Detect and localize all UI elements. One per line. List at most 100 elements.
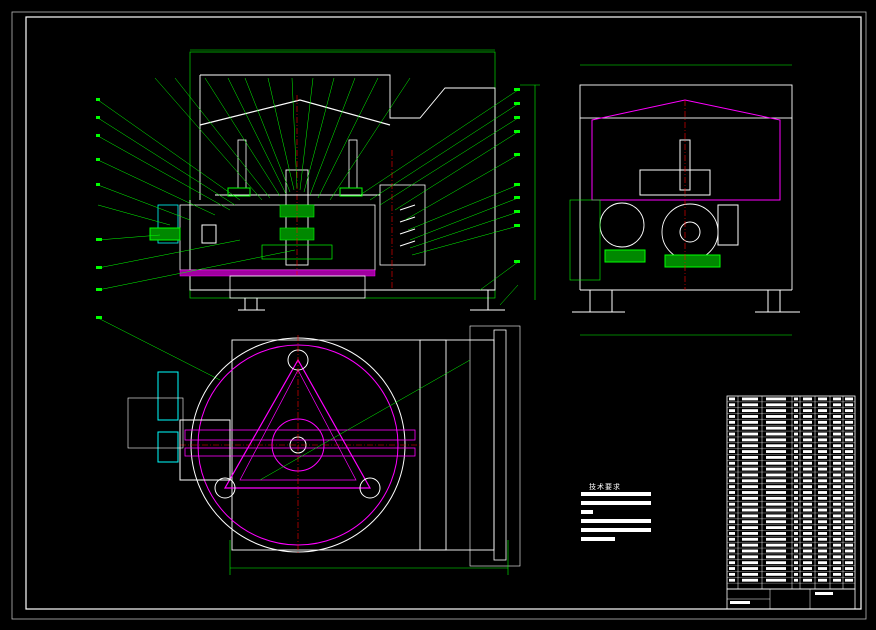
bom-cell-text xyxy=(845,514,853,518)
bom-cell-text xyxy=(833,461,841,465)
bom-cell-text xyxy=(803,444,812,448)
bom-cell-text xyxy=(766,496,786,500)
bom-cell-text xyxy=(845,426,853,430)
bom-cell-text xyxy=(766,555,786,559)
bom-cell-text xyxy=(742,537,758,541)
bom-cell-text xyxy=(803,555,812,559)
bom-cell-text xyxy=(833,473,841,477)
bom-cell-text xyxy=(818,420,827,424)
bom-cell-text xyxy=(729,450,735,453)
outer-border xyxy=(11,11,867,620)
bom-cell-text xyxy=(818,496,827,500)
bom-cell-text xyxy=(803,420,812,424)
bom-cell-text xyxy=(729,455,735,459)
bom-cell-text xyxy=(729,491,735,494)
bom-cell-text xyxy=(803,450,812,453)
bom-cell-text xyxy=(729,555,735,559)
bom-cell-text xyxy=(818,473,827,477)
bom-cell-text xyxy=(794,397,798,401)
bom-cell-text xyxy=(742,514,758,518)
bom-cell-text xyxy=(729,479,735,483)
bom-cell-text xyxy=(729,397,735,401)
bom-cell-text xyxy=(803,491,812,494)
bom-cell-text xyxy=(803,537,812,541)
bom-cell-text xyxy=(766,543,786,547)
bom-cell-text xyxy=(742,397,758,401)
bom-cell-text xyxy=(818,426,827,430)
bom-cell-text xyxy=(794,409,798,413)
bom-cell-text xyxy=(766,514,786,518)
bom-cell-text xyxy=(818,461,827,465)
bom-cell-text xyxy=(845,491,853,494)
bom-cell-text xyxy=(845,467,853,471)
bom-cell-text xyxy=(818,567,827,570)
bom-cell-text xyxy=(729,561,735,565)
bom-cell-text xyxy=(818,526,827,530)
bom-cell-text xyxy=(803,409,812,413)
bom-cell-text xyxy=(729,461,735,465)
bom-cell-text xyxy=(729,532,735,535)
bom-cell-text xyxy=(766,415,786,418)
bom-cell-text xyxy=(803,508,812,512)
bom-cell-text xyxy=(818,444,827,448)
bom-cell-text xyxy=(729,502,735,506)
bom-cell-text xyxy=(729,403,735,407)
bom-cell-text xyxy=(833,479,841,483)
bom-cell-text xyxy=(818,578,827,582)
bom-cell-text xyxy=(766,455,786,459)
bom-cell-text xyxy=(742,455,758,459)
bom-cell-text xyxy=(803,549,812,553)
bom-cell-text xyxy=(729,420,735,424)
bom-cell-text xyxy=(794,549,798,553)
balloon-marks xyxy=(96,88,520,319)
plan-view xyxy=(127,325,521,575)
bom-cell-text xyxy=(794,473,798,477)
bom-cell-text xyxy=(742,555,758,559)
bom-cell-text xyxy=(833,426,841,430)
bom-cell-text xyxy=(845,432,853,436)
bom-cell-text xyxy=(742,543,758,547)
bom-cell-text xyxy=(803,467,812,471)
bom-cell-text xyxy=(794,432,798,436)
bom-cell-text xyxy=(833,561,841,565)
bom-cell-text xyxy=(845,403,853,407)
bom-cell-text xyxy=(766,491,786,494)
bom-cell-text xyxy=(742,561,758,565)
bom-cell-text xyxy=(833,485,841,489)
bom-cell-text xyxy=(766,432,786,436)
bom-cell-text xyxy=(794,461,798,465)
bom-cell-text xyxy=(845,415,853,418)
bom-cell-text xyxy=(766,520,786,524)
bom-cell-text xyxy=(729,473,735,477)
bom-cell-text xyxy=(818,561,827,565)
bom-cell-text xyxy=(818,409,827,413)
bom-cell-text xyxy=(833,508,841,512)
bom-cell-text xyxy=(845,397,853,401)
bom-cell-text xyxy=(794,572,798,576)
bom-cell-text xyxy=(742,567,758,570)
bom-cell-text xyxy=(845,444,853,448)
bom-cell-text xyxy=(794,555,798,559)
bom-cell-text xyxy=(833,467,841,471)
bom-cell-text xyxy=(729,578,735,582)
bom-cell-text xyxy=(794,496,798,500)
bom-cell-text xyxy=(766,420,786,424)
bom-cell-text xyxy=(729,432,735,436)
bom-cell-text xyxy=(845,496,853,500)
bom-cell-text xyxy=(833,549,841,553)
bom-cell-text xyxy=(794,491,798,494)
bom-cell-text xyxy=(794,444,798,448)
bom-cell-text xyxy=(845,572,853,576)
bom-cell-text xyxy=(794,426,798,430)
bom-cell-text xyxy=(803,567,812,570)
bom-cell-text xyxy=(742,479,758,483)
bom-cell-text xyxy=(833,526,841,530)
bom-cell-text xyxy=(729,567,735,570)
bom-cell-text xyxy=(833,409,841,413)
bom-cell-text xyxy=(794,508,798,512)
bom-cell-text xyxy=(742,473,758,477)
bom-cell-text xyxy=(845,438,853,442)
bom-cell-text xyxy=(729,549,735,553)
bom-cell-text xyxy=(803,397,812,401)
bom-cell-text xyxy=(766,561,786,565)
